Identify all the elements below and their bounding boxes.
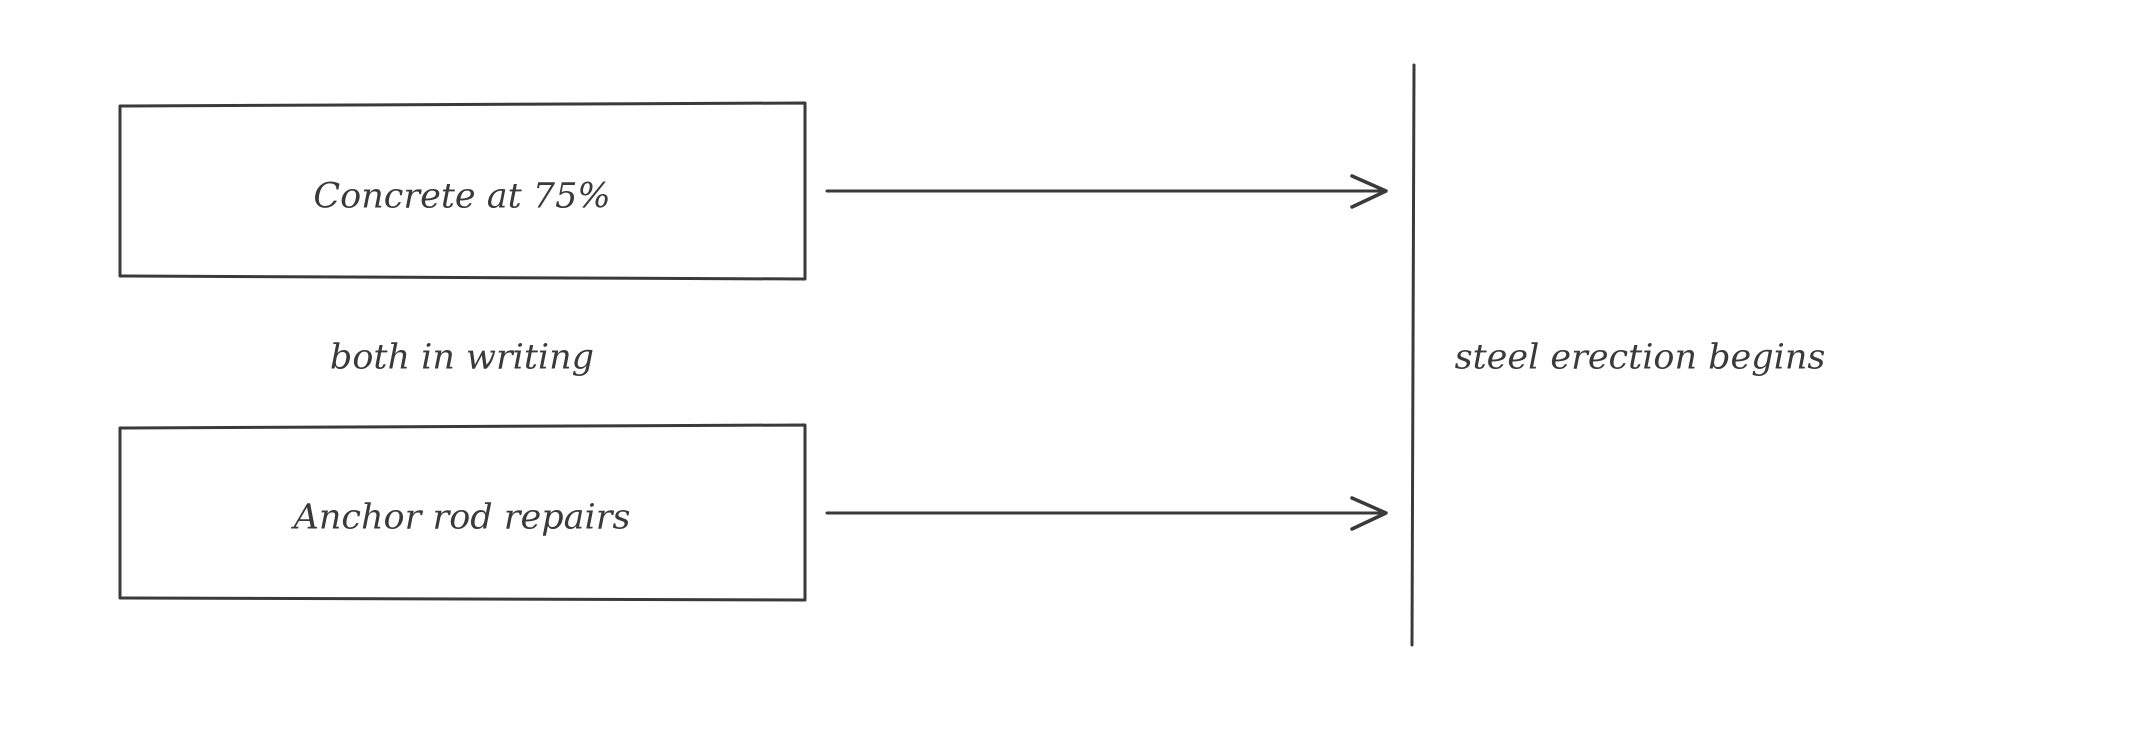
gate-line [1410,63,1416,647]
box-anchor-rod [118,423,807,602]
box-concrete [118,101,807,281]
gate-label: steel erection begins [1454,337,1826,378]
arrow-bottom [825,496,1388,531]
arrow-top [825,174,1388,209]
box-concrete-label: Concrete at 75% [313,176,611,217]
between-label: both in writing [329,337,595,378]
box-anchor-rod-label: Anchor rod repairs [293,497,631,538]
